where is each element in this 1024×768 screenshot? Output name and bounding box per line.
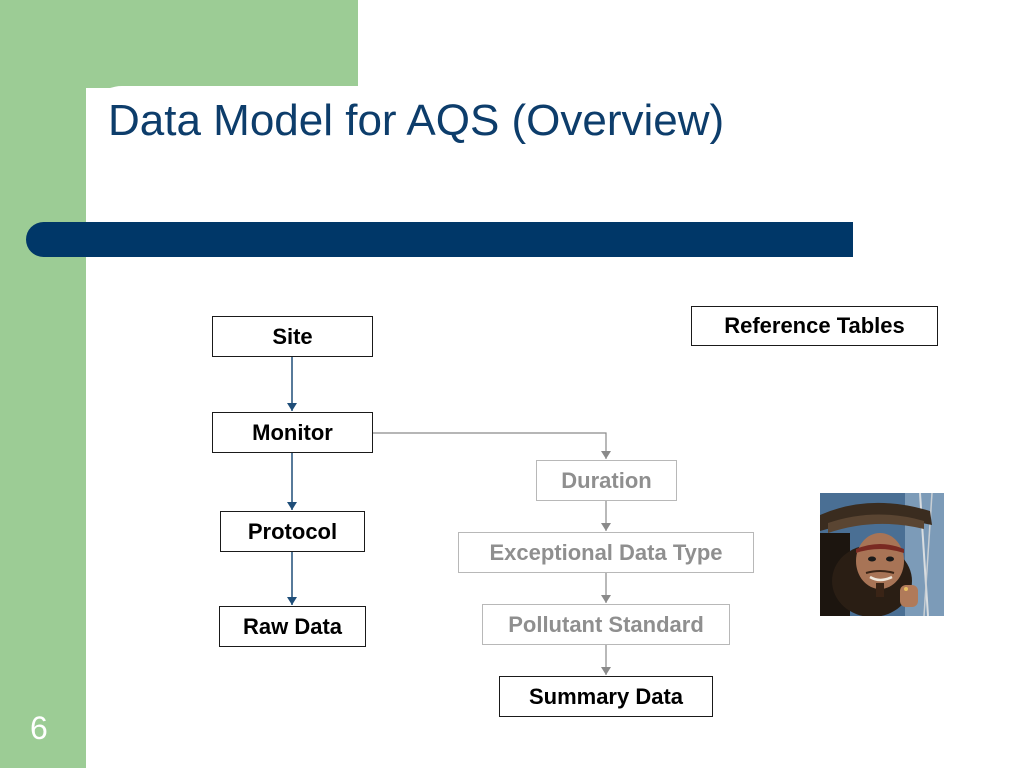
decor-green-top	[0, 0, 358, 88]
node-protocol: Protocol	[220, 511, 365, 552]
node-monitor: Monitor	[212, 412, 373, 453]
node-reference-tables: Reference Tables	[691, 306, 938, 346]
node-summary-data: Summary Data	[499, 676, 713, 717]
title-underline-bar	[26, 222, 853, 257]
node-duration: Duration	[536, 460, 677, 501]
pirate-portrait-photo	[820, 493, 944, 616]
decor-green-sidebar	[0, 88, 86, 768]
arrow-monitor-to-duration	[373, 432, 611, 459]
slide-title: Data Model for AQS (Overview)	[108, 96, 725, 145]
node-site: Site	[212, 316, 373, 357]
node-pollutant-standard: Pollutant Standard	[482, 604, 730, 645]
node-exceptional-data-type: Exceptional Data Type	[458, 532, 754, 573]
slide-number: 6	[30, 710, 48, 746]
node-raw-data: Raw Data	[219, 606, 366, 647]
